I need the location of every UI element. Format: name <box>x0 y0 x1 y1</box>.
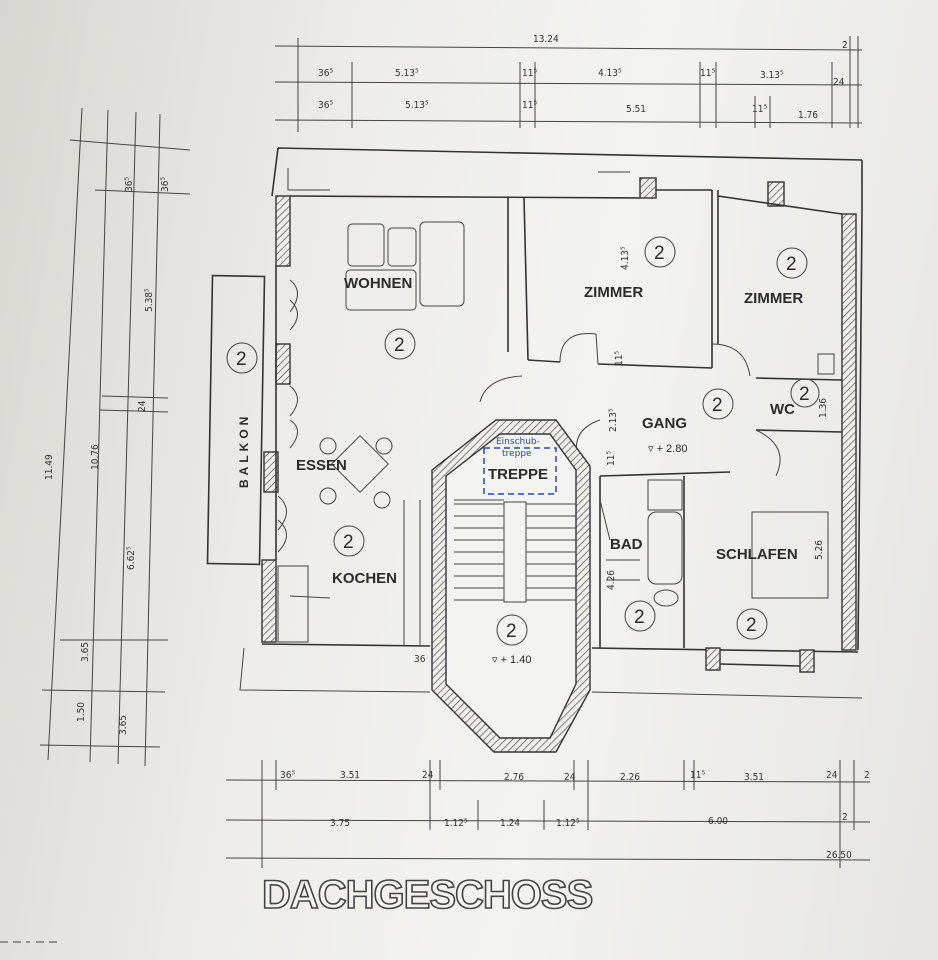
dim-gang-height: 2.13⁵ <box>608 408 619 432</box>
dim-bot-r1-8: 24 <box>826 770 838 781</box>
dim-top-r1-1: 5.13⁵ <box>395 68 419 79</box>
room-label-balkon: BALKON <box>237 413 251 488</box>
dim-bad-height: 4.26 <box>606 570 617 590</box>
room-number-wc: 2 <box>790 378 820 408</box>
room-number-stair: 2 <box>496 614 528 646</box>
room-number-bad: 2 <box>624 600 656 632</box>
dim-top-r1-0: 36⁵ <box>318 68 333 79</box>
dim-bot-r2-5: 2 <box>842 812 848 823</box>
room-label-bad: BAD <box>610 536 643 553</box>
svg-text:2: 2 <box>799 384 810 405</box>
svg-text:2: 2 <box>712 395 723 416</box>
svg-text:2: 2 <box>786 254 797 275</box>
dim-top-r1-5: 3.13⁵ <box>760 70 784 81</box>
dim-bot-r2-4: 6.00 <box>708 816 728 827</box>
room-label-zimmer-2: ZIMMER <box>744 290 803 307</box>
room-number-zimmer-2: 2 <box>776 247 808 279</box>
dim-bot-total: 26.50 <box>826 850 852 861</box>
room-number-wohnen: 2 <box>384 328 416 360</box>
room-number-gang: 2 <box>702 388 734 420</box>
dim-left-lower-2: 3.65 <box>118 715 129 735</box>
dim-zimmer-height: 4.13⁵ <box>620 246 631 270</box>
room-number-circles: 2 2 2 2 2 2 2 2 2 2 <box>226 236 820 646</box>
svg-text:2: 2 <box>634 607 645 628</box>
dim-top-r1-6: 24 <box>833 77 845 88</box>
dim-top-r1-3: 4.13⁵ <box>598 68 622 79</box>
room-label-wohnen: WOHNEN <box>344 275 412 292</box>
dim-bot-r2-3: 1.12⁵ <box>556 818 580 829</box>
dim-top-r2-4: 11⁵ <box>752 104 767 115</box>
handwritten-note-1: Einschub- <box>496 437 540 447</box>
dim-left-outer: 11.49 <box>44 454 55 480</box>
dim-top-r1-4: 11⁵ <box>700 68 715 79</box>
room-label-treppe: TREPPE <box>488 466 548 483</box>
room-label-wc: WC <box>770 401 795 418</box>
room-number-balkon: 2 <box>226 342 258 374</box>
dim-top-r2-2: 11⁵ <box>522 100 537 111</box>
room-label-zimmer-1: ZIMMER <box>584 284 643 301</box>
room-label-gang: GANG <box>642 415 687 432</box>
dim-bot-r1-1: 3.51 <box>340 770 360 781</box>
dim-bot-r1-9: 2 <box>864 770 870 781</box>
dim-left-top-a: 36⁵ <box>124 177 135 192</box>
inner-dimensions: 4.13⁵ 11⁵ 2.13⁵ 11⁵ 4.26 5.26 1.36 36 <box>414 246 829 665</box>
dim-left-top-b: 36⁵ <box>160 177 171 192</box>
dim-bot-r2-0: 3.75 <box>330 818 350 829</box>
room-number-zimmer-1: 2 <box>644 236 676 268</box>
dim-left-inner-1: 5.38⁵ <box>144 288 155 312</box>
room-label-essen: ESSEN <box>296 457 347 474</box>
dim-schlafen-height: 5.26 <box>814 540 825 560</box>
dim-bot-r1-7: 3.51 <box>744 772 764 783</box>
dim-left-mid: 10.76 <box>90 444 101 470</box>
bottom-dimension-chains: 36⁵ 3.51 24 2.76 24 2.26 11⁵ 3.51 24 2 3… <box>225 760 871 868</box>
dim-bot-r2-2: 1.24 <box>500 818 520 829</box>
dim-bot-r1-3: 2.76 <box>504 772 524 783</box>
dim-top-r2-1: 5.13⁵ <box>405 100 429 111</box>
room-label-schlafen: SCHLAFEN <box>716 546 798 563</box>
dim-wc-height: 1.36 <box>818 398 829 418</box>
left-dimension-chains: 11.49 10.76 36⁵ 36⁵ 5.38⁵ 24 6.62⁵ 3.65 … <box>39 107 191 767</box>
top-dimension-chains: 13.24 2 36⁵ 5.13⁵ 11⁵ 4.13⁵ 11⁵ 3.13⁵ 24… <box>274 34 863 132</box>
dim-bot-r1-5: 2.26 <box>620 772 640 783</box>
level-stair: ▿ + 1.40 <box>492 654 531 666</box>
dim-left-inner-2: 24 <box>137 400 148 412</box>
room-number-kochen: 2 <box>333 525 365 557</box>
dim-top-r1-2: 11⁵ <box>522 68 537 79</box>
dim-bot-r1-4: 24 <box>564 772 576 783</box>
dim-stair-wall: 36 <box>414 654 426 665</box>
svg-text:2: 2 <box>236 349 247 370</box>
dim-bot-r1-0: 36⁵ <box>280 770 295 781</box>
dim-left-lower-0: 1.50 <box>76 702 87 722</box>
dim-bot-r1-2: 24 <box>422 770 434 781</box>
dim-left-inner-3: 6.62⁵ <box>126 546 137 570</box>
room-labels: WOHNEN ESSEN KOCHEN BALKON ZIMMER ZIMMER… <box>237 275 803 666</box>
svg-text:2: 2 <box>394 335 405 356</box>
dim-top-edge: 2 <box>842 40 848 51</box>
dim-wall-a: 11⁵ <box>614 351 625 366</box>
dim-bot-r2-1: 1.12⁵ <box>444 818 468 829</box>
dim-top-r2-5: 1.76 <box>798 110 818 121</box>
dim-top-r2-3: 5.51 <box>626 104 646 115</box>
dim-top-r2-0: 36⁵ <box>318 100 333 111</box>
stairwell: Einschub- treppe <box>431 419 591 753</box>
svg-text:2: 2 <box>654 243 665 264</box>
dim-left-lower-1: 3.65 <box>80 642 91 662</box>
svg-text:2: 2 <box>343 532 354 553</box>
dim-wall-b: 11⁵ <box>606 451 617 466</box>
svg-text:2: 2 <box>746 615 757 636</box>
level-gang: ▿ + 2.80 <box>648 443 687 455</box>
plan-title: DACHGESCHOSS <box>262 873 593 917</box>
room-number-schlafen: 2 <box>736 608 768 640</box>
room-label-kochen: KOCHEN <box>332 570 397 587</box>
handwritten-note-2: treppe <box>502 449 532 459</box>
building-outline <box>206 147 863 699</box>
svg-text:2: 2 <box>506 621 517 642</box>
dim-top-total: 13.24 <box>533 34 559 45</box>
dim-bot-r1-6: 11⁵ <box>690 770 705 781</box>
